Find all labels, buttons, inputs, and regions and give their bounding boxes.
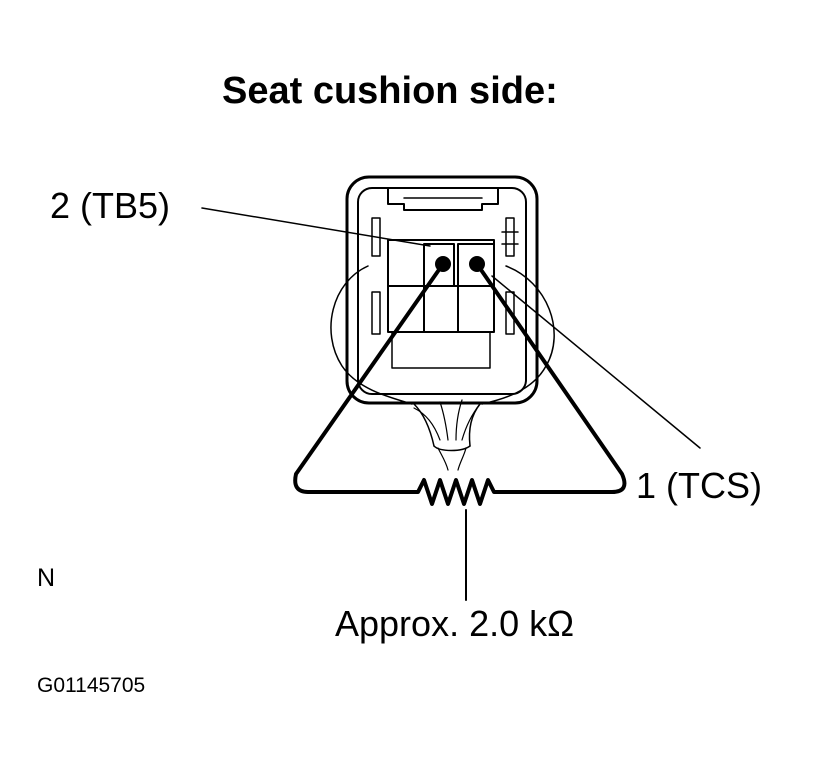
- leader-line-tcs: [491, 275, 701, 449]
- harness-outline: [330, 265, 555, 471]
- measurement-circuit: [293, 262, 627, 506]
- resistance-label: Approx. 2.0 kΩ: [335, 603, 575, 644]
- diagram-title: Seat cushion side:: [222, 70, 558, 112]
- corner-mark: N: [37, 564, 56, 592]
- figure-code: G01145705: [37, 674, 146, 697]
- terminal-label-tcs: 1 (TCS): [636, 465, 762, 506]
- leader-line-tb5: [201, 207, 431, 247]
- terminal-label-tb5: 2 (TB5): [50, 185, 171, 226]
- connector-housing: [345, 175, 539, 405]
